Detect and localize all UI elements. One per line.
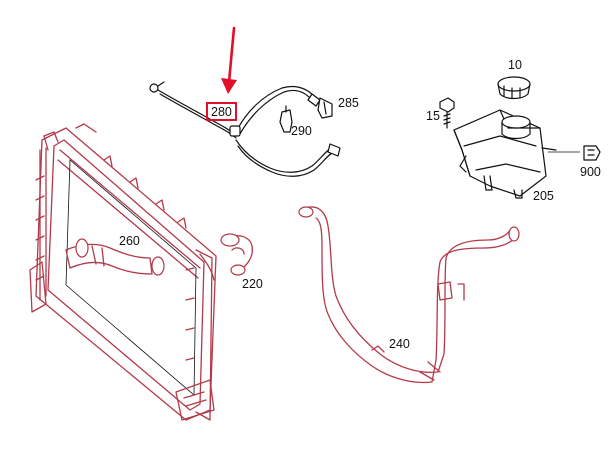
hose-220-drawing <box>199 233 253 281</box>
red-highlight-box <box>206 102 237 121</box>
label-205: 205 <box>533 189 554 203</box>
label-220: 220 <box>242 277 263 291</box>
cap-10-drawing <box>497 76 531 100</box>
hose-260-drawing <box>65 238 165 276</box>
label-240: 240 <box>389 337 410 351</box>
label-280: 280 <box>211 105 232 119</box>
radiator-drawing <box>29 123 217 421</box>
connector-900-drawing <box>583 145 601 161</box>
label-900: 900 <box>580 165 601 179</box>
clip-290-drawing <box>279 105 293 133</box>
red-arrow-shaft <box>227 26 236 84</box>
label-15: 15 <box>426 109 440 123</box>
expansion-tank-205-drawing <box>453 109 580 199</box>
bolt-15-drawing <box>439 97 455 129</box>
label-285: 285 <box>338 96 359 110</box>
label-10: 10 <box>508 58 522 72</box>
label-290: 290 <box>291 124 312 138</box>
hose-240-drawing <box>298 206 520 384</box>
label-260: 260 <box>119 234 140 248</box>
highlight-280 <box>206 26 237 121</box>
clip-285-drawing <box>317 97 333 119</box>
red-arrow-head <box>221 78 237 94</box>
